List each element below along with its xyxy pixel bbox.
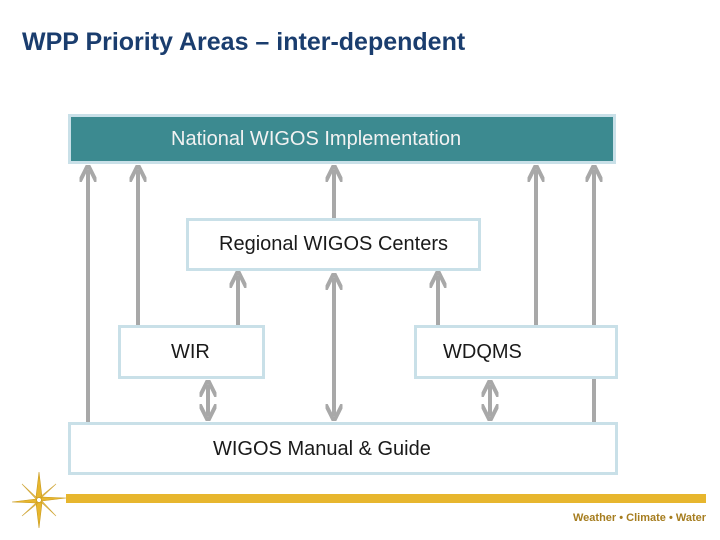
wmo-compass-star-icon [11, 471, 67, 529]
wir-label: WIR [171, 340, 210, 363]
national-wigos-box: National WIGOS Implementation [68, 114, 616, 164]
wigos-manual-label: WIGOS Manual & Guide [213, 438, 431, 460]
regional-wigos-label: Regional WIGOS Centers [219, 233, 448, 255]
wdqms-label: WDQMS [443, 340, 522, 363]
wir-box: WIR [118, 325, 265, 379]
wdqms-box: WDQMS [414, 325, 618, 379]
national-wigos-label: National WIGOS Implementation [171, 127, 462, 150]
footer-tagline: Weather • Climate • Water [572, 512, 706, 524]
footer-bar [66, 494, 706, 503]
regional-wigos-box: Regional WIGOS Centers [186, 218, 481, 271]
page-title: WPP Priority Areas – inter-dependent [22, 28, 466, 56]
wigos-manual-box: WIGOS Manual & Guide [68, 422, 618, 475]
